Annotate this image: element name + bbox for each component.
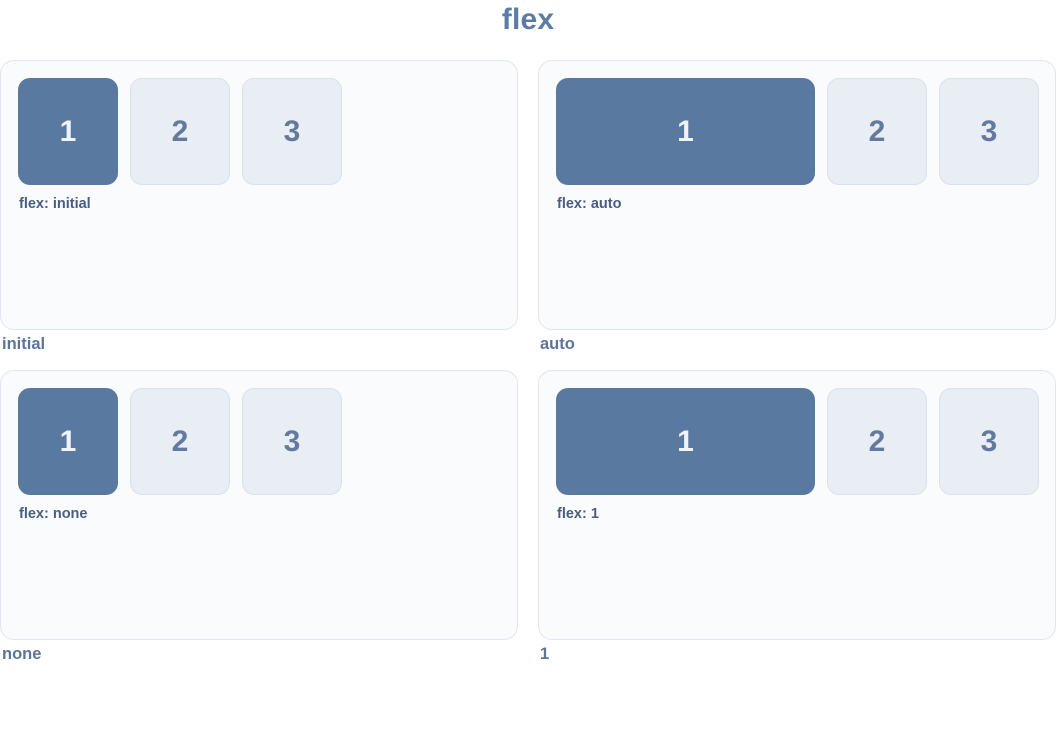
flex-item-2: 2 xyxy=(130,388,230,495)
flex-item-1: 1 xyxy=(556,78,815,185)
panel-card-initial: 1 2 3 flex: initial xyxy=(0,60,518,330)
panel-label: 1 xyxy=(540,645,550,663)
panel-label: initial xyxy=(2,335,46,353)
flex-item-1: 1 xyxy=(18,78,118,185)
flex-item-1: 1 xyxy=(18,388,118,495)
flex-items-row: 1 2 3 xyxy=(1,61,517,185)
flex-items-row: 1 2 3 xyxy=(1,371,517,495)
demo-cell-auto: 1 2 3 flex: auto auto xyxy=(538,60,1056,354)
demo-grid: 1 2 3 flex: initial initial 1 2 3 flex: … xyxy=(0,60,1056,664)
flex-item-2: 2 xyxy=(130,78,230,185)
panel-caption: flex: 1 xyxy=(557,506,599,522)
flex-item-3: 3 xyxy=(939,78,1039,185)
panel-card-1: 1 2 3 flex: 1 xyxy=(538,370,1056,640)
flex-item-3: 3 xyxy=(242,78,342,185)
panel-label: auto xyxy=(540,335,575,353)
demo-cell-initial: 1 2 3 flex: initial initial xyxy=(0,60,518,354)
flex-items-row: 1 2 3 xyxy=(539,371,1055,495)
page-title: flex xyxy=(501,3,555,36)
panel-caption: flex: auto xyxy=(557,196,622,212)
demo-cell-1: 1 2 3 flex: 1 1 xyxy=(538,370,1056,664)
panel-label: none xyxy=(2,645,42,663)
panel-caption: flex: none xyxy=(19,506,88,522)
panel-card-none: 1 2 3 flex: none xyxy=(0,370,518,640)
flex-item-3: 3 xyxy=(939,388,1039,495)
flex-item-1: 1 xyxy=(556,388,815,495)
panel-caption: flex: initial xyxy=(19,196,91,212)
demo-cell-none: 1 2 3 flex: none none xyxy=(0,370,518,664)
panel-card-auto: 1 2 3 flex: auto xyxy=(538,60,1056,330)
flex-item-2: 2 xyxy=(827,388,927,495)
flex-items-row: 1 2 3 xyxy=(539,61,1055,185)
flex-item-2: 2 xyxy=(827,78,927,185)
flex-item-3: 3 xyxy=(242,388,342,495)
